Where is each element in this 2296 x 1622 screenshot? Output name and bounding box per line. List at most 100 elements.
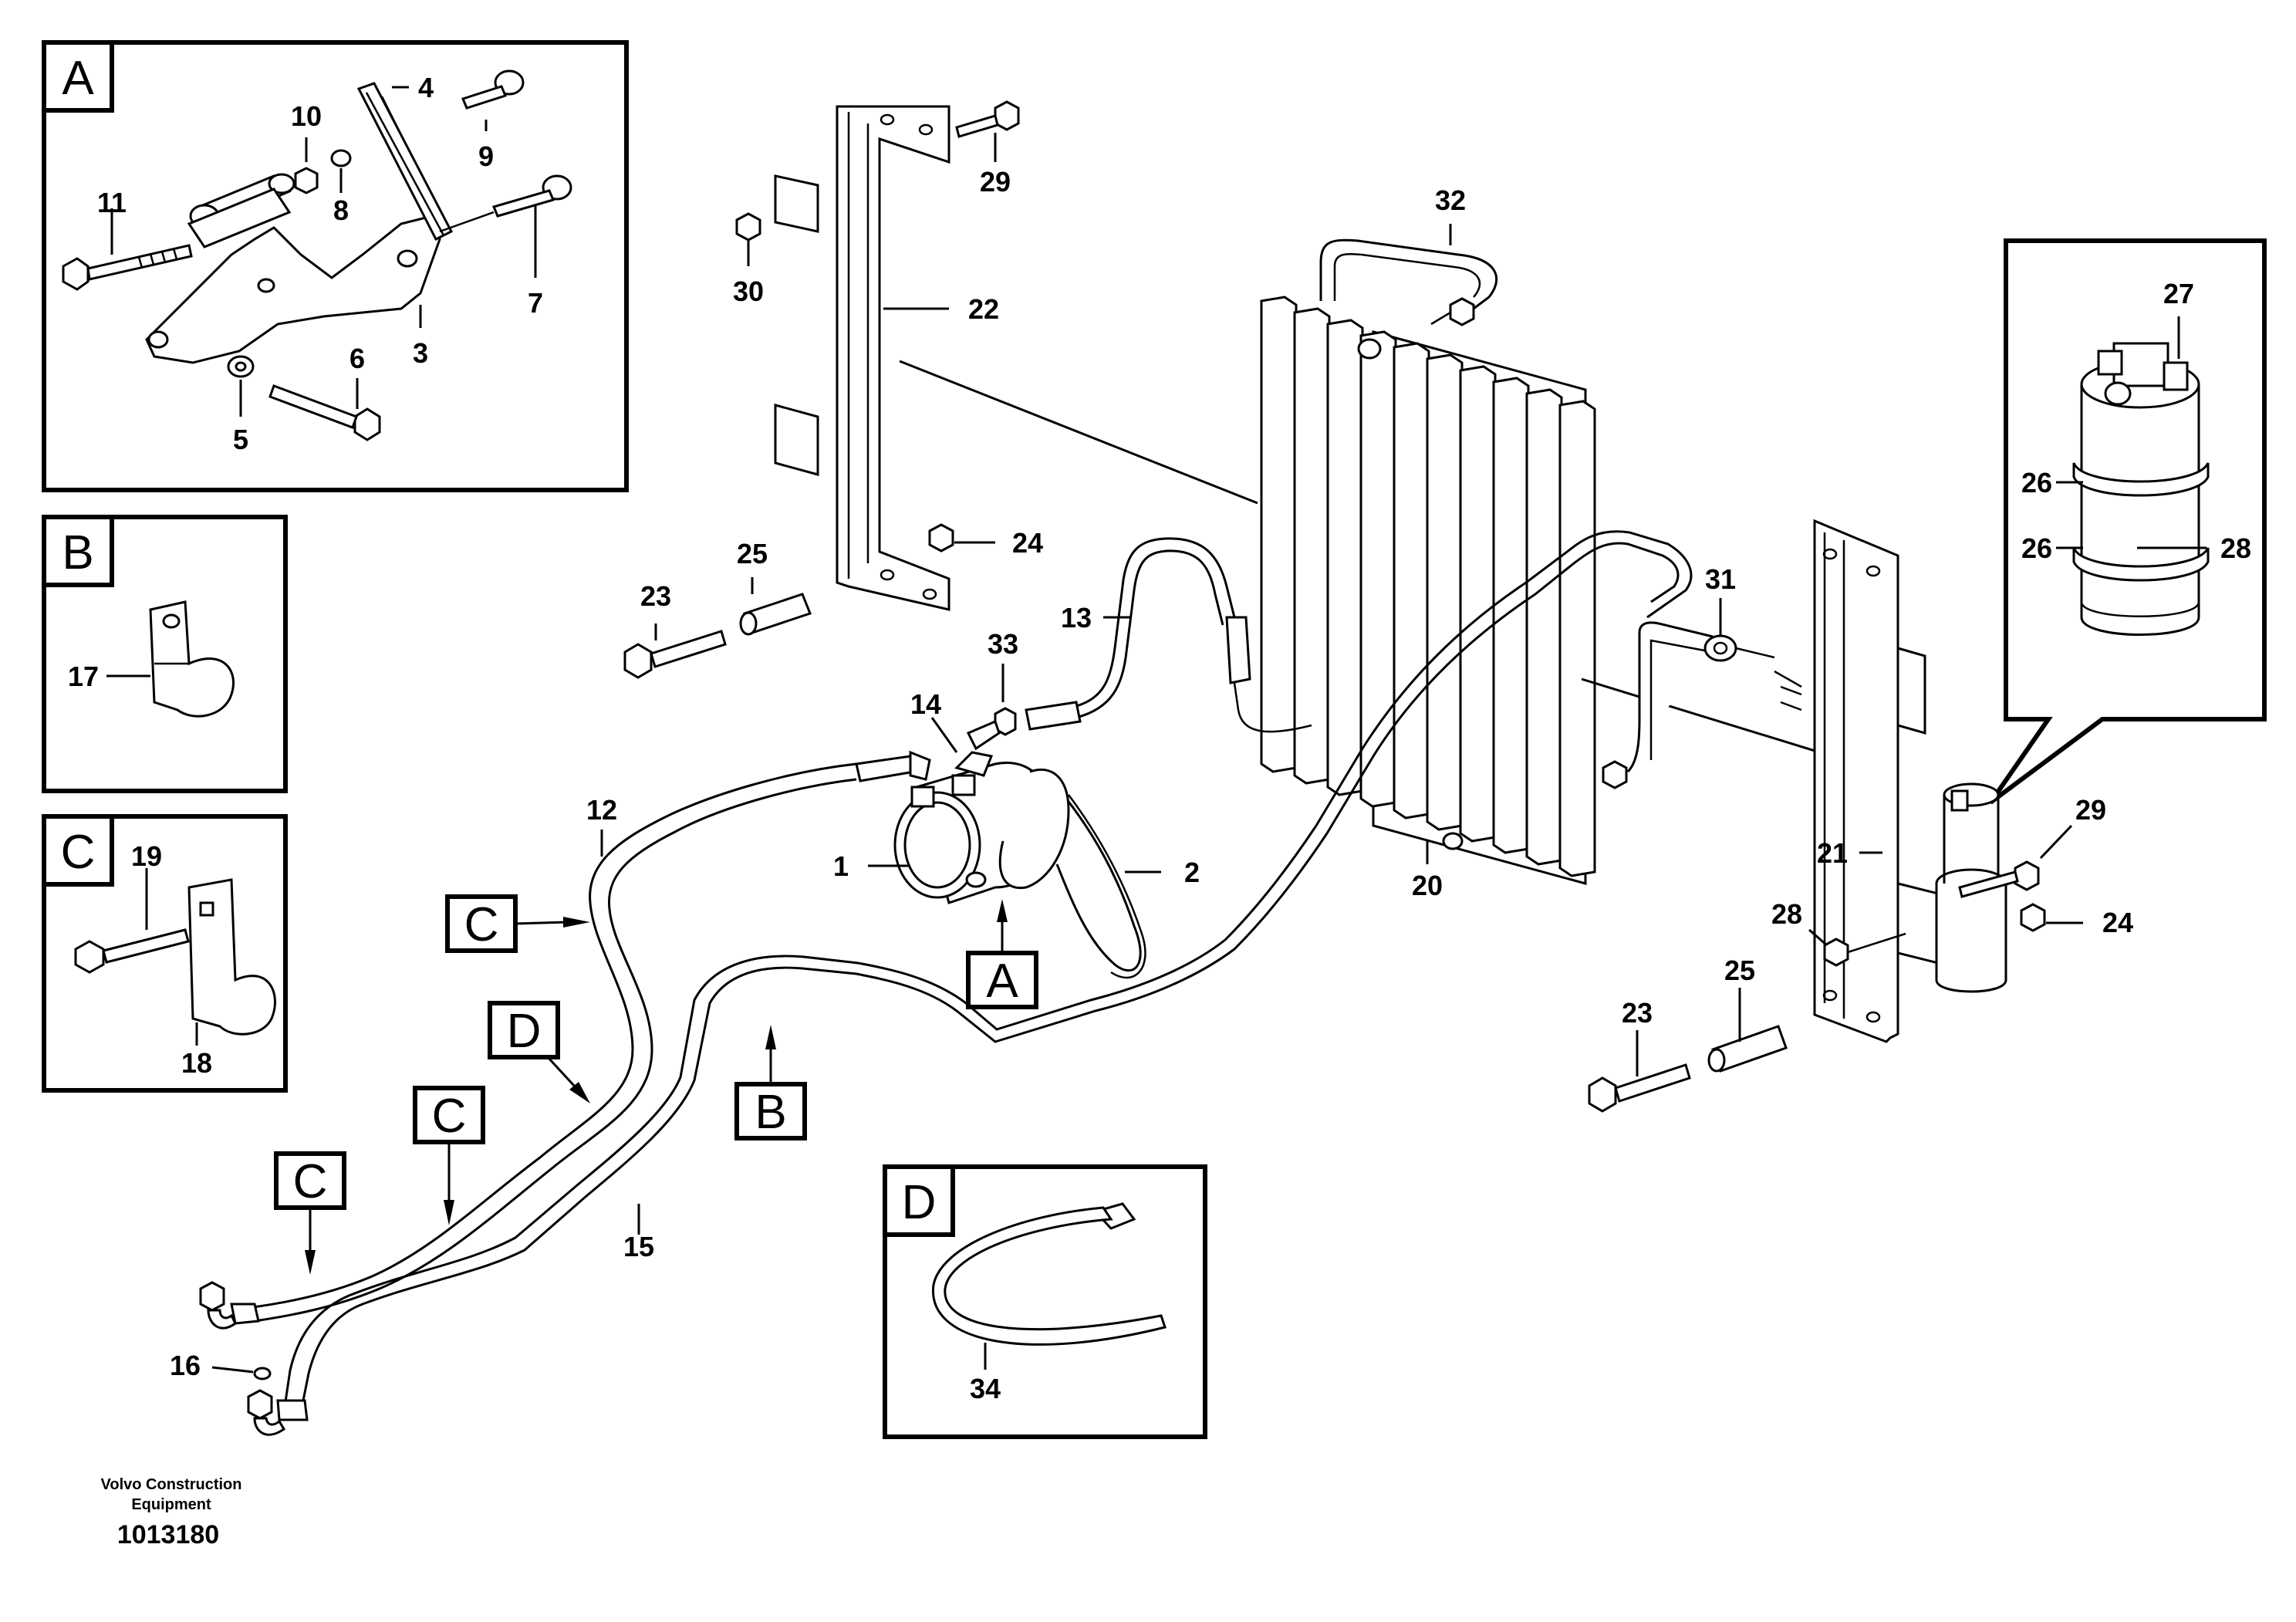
nut-30 — [735, 212, 761, 242]
o-ring-16 — [253, 1367, 272, 1380]
svg-text:C: C — [464, 898, 499, 951]
detail-c-letter: C — [61, 826, 96, 879]
label-part-15: 15 — [623, 1231, 654, 1262]
hose-13 — [966, 537, 1312, 751]
clamp-18 — [187, 878, 276, 1036]
label-part-22: 22 — [968, 293, 999, 325]
label-part-31: 31 — [1705, 563, 1736, 595]
drive-belt — [998, 769, 1146, 979]
callout-c-lower: C — [274, 1151, 346, 1275]
tension-arm — [356, 82, 454, 242]
hose-31 — [1602, 621, 1802, 789]
detail-b-letter: B — [62, 526, 93, 580]
washer-5 — [227, 355, 255, 378]
label-part-21: 21 — [1817, 837, 1848, 869]
detail-frame-c: C 19 18 — [42, 814, 288, 1093]
document-id: 1013180 — [117, 1520, 219, 1549]
callout-b-hose: B — [734, 1025, 807, 1140]
credit-line-1: Volvo Construction — [101, 1476, 242, 1493]
label-part-29-top: 29 — [980, 166, 1011, 198]
bolt-23-left — [623, 630, 727, 679]
spacer-25-right — [1707, 1025, 1788, 1073]
cable-tie-34 — [932, 1202, 1167, 1346]
callout-c-middle: C — [413, 1086, 485, 1225]
nut-28-right — [1823, 932, 1906, 967]
label-part-23-right: 23 — [1622, 997, 1653, 1029]
label-part-26-upper: 26 — [2021, 467, 2052, 498]
label-part-11: 11 — [97, 187, 127, 218]
label-part-30: 30 — [733, 275, 764, 307]
label-part-2: 2 — [1184, 857, 1200, 888]
label-part-25-left: 25 — [737, 538, 768, 569]
spacer-tube — [187, 188, 292, 248]
nut-24-left — [928, 523, 954, 552]
bolt-11 — [62, 244, 193, 291]
hose-15 — [247, 530, 1693, 1436]
label-part-10: 10 — [291, 100, 322, 132]
hose-32 — [1319, 238, 1497, 326]
label-part-13: 13 — [1061, 602, 1092, 634]
label-part-29-right: 29 — [2075, 794, 2106, 826]
bolt-9 — [461, 69, 525, 110]
detail-frame-a: A — [42, 40, 629, 492]
label-part-33: 33 — [988, 628, 1018, 660]
label-part-8: 8 — [333, 194, 349, 226]
label-part-1: 1 — [833, 850, 849, 882]
bolt-29-left — [955, 100, 1020, 138]
label-part-24-right: 24 — [2102, 907, 2133, 938]
label-part-9: 9 — [478, 140, 494, 172]
label-part-5: 5 — [233, 424, 248, 455]
label-part-24-left: 24 — [1012, 527, 1043, 559]
svg-text:C: C — [293, 1155, 328, 1208]
label-part-16: 16 — [170, 1350, 201, 1381]
receiver-drier — [2072, 342, 2210, 636]
detail-frame-receiver-drier: 27 26 26 28 — [1988, 238, 2267, 805]
label-part-26-lower: 26 — [2021, 532, 2052, 564]
idler-bracket — [145, 173, 441, 364]
condenser — [1260, 296, 1596, 885]
label-part-34: 34 — [970, 1373, 1001, 1404]
spacer-25-left — [739, 593, 812, 636]
callout-c-upper: C — [445, 894, 590, 953]
detail-frame-d: D 34 — [883, 1164, 1207, 1439]
detail-a-letter: A — [62, 52, 94, 105]
nut-10 — [294, 167, 319, 194]
svg-text:D: D — [507, 1005, 542, 1058]
label-part-12: 12 — [586, 794, 617, 826]
nut-24-right — [2020, 903, 2046, 932]
svg-text:C: C — [432, 1090, 467, 1143]
hose-12 — [199, 750, 931, 1330]
label-part-6: 6 — [349, 343, 365, 374]
label-part-18: 18 — [181, 1047, 212, 1079]
svg-text:B: B — [755, 1086, 786, 1139]
label-part-14: 14 — [910, 688, 941, 720]
detail-frame-b: B 17 — [42, 515, 288, 793]
bolt-29-right — [1958, 860, 2040, 898]
bolt-23-right — [1588, 1063, 1691, 1113]
label-part-23-left: 23 — [640, 580, 671, 612]
svg-text:A: A — [986, 955, 1018, 1008]
label-part-7: 7 — [528, 287, 543, 319]
label-part-25-right: 25 — [1724, 955, 1755, 986]
condenser-bracket-left — [774, 105, 950, 611]
credit-line-2: Equipment — [131, 1496, 211, 1513]
label-part-32: 32 — [1435, 184, 1466, 216]
label-part-20: 20 — [1412, 870, 1443, 901]
bolt-19 — [74, 928, 190, 974]
washer-8 — [330, 149, 352, 167]
label-part-28-drier: 28 — [2220, 532, 2251, 564]
label-part-4: 4 — [418, 72, 434, 103]
bolt-7 — [439, 174, 572, 233]
clamp-17 — [149, 600, 235, 718]
label-part-27: 27 — [2163, 278, 2194, 309]
label-part-3: 3 — [413, 337, 428, 369]
condenser-tubes — [1260, 296, 1596, 877]
bolt-6 — [268, 384, 381, 441]
callout-d: D — [488, 1001, 590, 1103]
label-part-19: 19 — [131, 840, 162, 872]
callout-a-compressor: A — [966, 899, 1038, 1009]
label-part-17: 17 — [68, 661, 99, 692]
detail-d-letter: D — [902, 1176, 937, 1229]
label-part-28-bracket: 28 — [1771, 898, 1802, 930]
